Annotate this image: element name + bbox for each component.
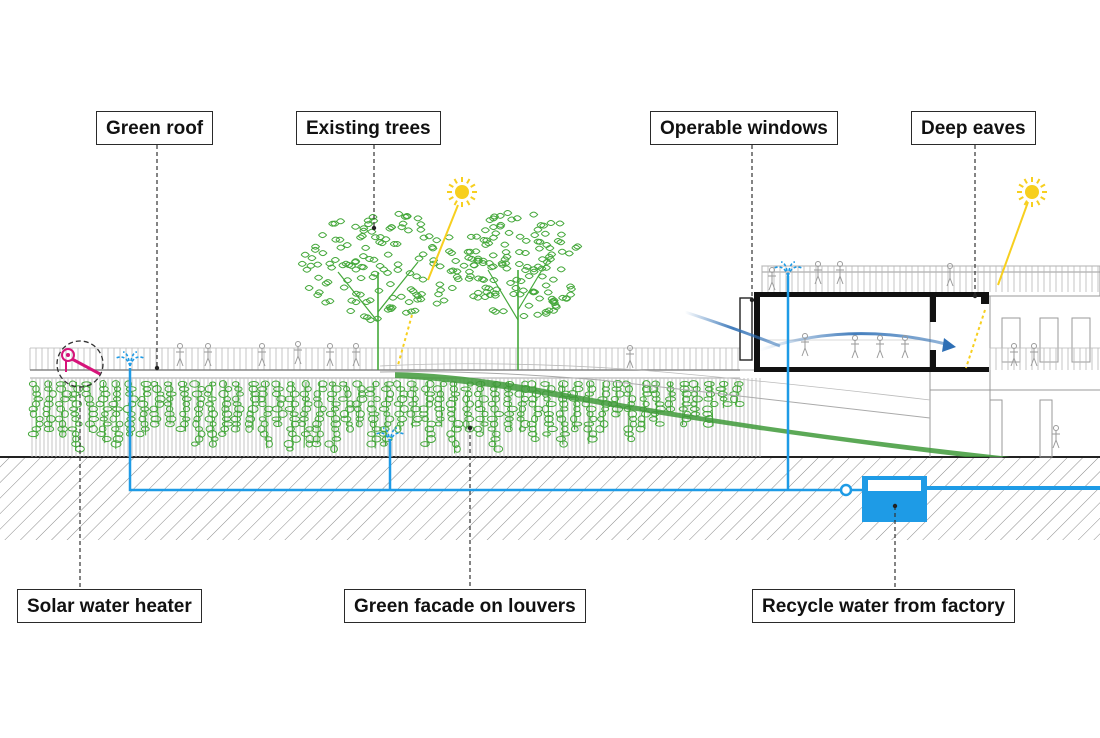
pipe-valve bbox=[841, 485, 851, 495]
label-recycle-water: Recycle water from factory bbox=[752, 589, 1015, 623]
sun-rays bbox=[398, 202, 1028, 368]
roof-railing bbox=[30, 266, 1100, 370]
label-existing-trees: Existing trees bbox=[296, 111, 441, 145]
sun-icon bbox=[447, 177, 477, 207]
airflow-arrow-icon bbox=[685, 312, 956, 352]
tree-icon bbox=[460, 211, 582, 370]
label-operable-windows: Operable windows bbox=[650, 111, 838, 145]
ground-section bbox=[0, 457, 1100, 540]
building-section bbox=[740, 292, 989, 372]
green-roof-slab bbox=[30, 370, 740, 378]
label-solar-water-heater: Solar water heater bbox=[17, 589, 202, 623]
label-deep-eaves: Deep eaves bbox=[911, 111, 1036, 145]
tree-icon bbox=[298, 211, 462, 370]
label-green-roof: Green roof bbox=[96, 111, 213, 145]
sun-icon bbox=[1017, 177, 1047, 207]
label-green-facade: Green facade on louvers bbox=[344, 589, 586, 623]
